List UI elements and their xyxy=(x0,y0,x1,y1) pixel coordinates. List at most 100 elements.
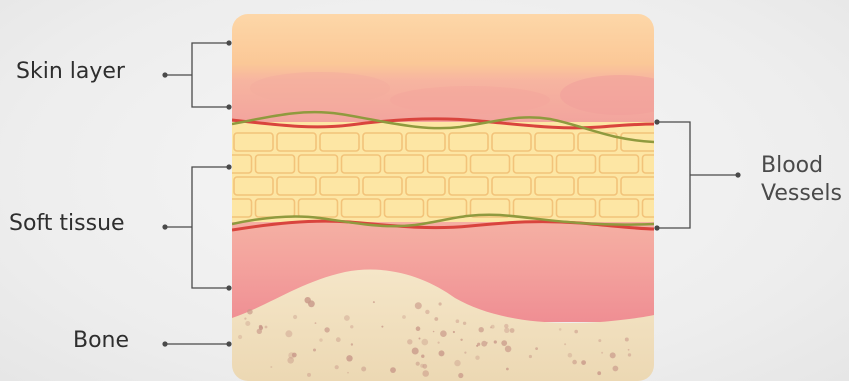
bone-spot xyxy=(324,327,329,332)
bone-spot xyxy=(476,345,478,347)
bone-spot xyxy=(344,315,350,321)
bone-spot xyxy=(625,338,629,342)
bone-spot xyxy=(313,349,316,352)
bone-spot xyxy=(422,339,429,346)
bone-spot xyxy=(628,349,630,351)
bone-leader-dot xyxy=(162,341,167,346)
bone-spot xyxy=(479,327,484,332)
bone-spot xyxy=(244,318,246,320)
bone-spot xyxy=(494,340,497,343)
bone-spot xyxy=(420,364,424,368)
bone-spot xyxy=(568,353,573,358)
bone-spot xyxy=(597,371,601,375)
skin-bracket-dot xyxy=(162,72,167,77)
bone-spot xyxy=(564,343,566,345)
bone-spot xyxy=(454,360,460,366)
bone-spot xyxy=(361,367,366,372)
bone-spot xyxy=(453,331,455,333)
soft-bracket-dot xyxy=(226,164,231,169)
bone-spot xyxy=(305,297,311,303)
bone-spot xyxy=(307,373,311,377)
bone-spot xyxy=(412,348,419,355)
bone-spot xyxy=(506,368,509,371)
bone-spot xyxy=(510,328,515,333)
bone-spot xyxy=(351,343,353,345)
bone-spot xyxy=(416,362,420,366)
soft-bracket-dot xyxy=(226,285,231,290)
bone-spot xyxy=(504,324,508,328)
bone-spot xyxy=(458,373,463,378)
bone-spot xyxy=(350,325,353,328)
blood-vessels-label-line1: Blood xyxy=(761,152,842,180)
bone-spot xyxy=(529,355,532,358)
bone-spot xyxy=(422,370,429,377)
bone-spot xyxy=(425,310,429,314)
bone-spot xyxy=(601,352,603,354)
bone-spot xyxy=(346,355,352,361)
blood-bracket-dot xyxy=(654,119,659,124)
skin-layer-bracket xyxy=(165,43,229,107)
bone-spot xyxy=(415,302,422,309)
bone-spot xyxy=(421,355,424,358)
bone-spot xyxy=(373,301,375,303)
bone-spot xyxy=(501,340,507,346)
bone-spot xyxy=(581,360,586,365)
bone-spot xyxy=(245,321,250,326)
bone-spot xyxy=(559,328,562,331)
skin-layer-label: Skin layer xyxy=(16,61,125,83)
bone-spot xyxy=(628,353,631,356)
bone-spot xyxy=(574,330,578,334)
bone-spot xyxy=(434,317,438,321)
skin-bracket-dot xyxy=(226,104,231,109)
blood-bracket-dot xyxy=(735,172,740,177)
bone-spot xyxy=(285,330,292,337)
soft-bracket-dot xyxy=(162,224,167,229)
bone-spot xyxy=(247,309,253,315)
bone-spot xyxy=(292,353,297,358)
blood-bracket-dot xyxy=(654,225,659,230)
bone-spot xyxy=(504,328,509,333)
bone-spot xyxy=(440,330,447,337)
bone-spot xyxy=(613,366,619,372)
bone-spot xyxy=(381,326,383,328)
blood-vessels-bracket xyxy=(657,122,737,228)
fat-cell xyxy=(191,133,230,151)
bone-spot xyxy=(402,315,406,319)
bone-spot xyxy=(490,326,492,328)
bone-spot xyxy=(315,322,317,324)
bone-spot xyxy=(572,360,577,365)
skin-pink-blotch xyxy=(390,86,550,114)
bone-spot xyxy=(438,342,440,344)
bone-spot xyxy=(293,315,297,319)
bone-spot xyxy=(598,339,601,342)
bone-spot xyxy=(456,319,460,323)
bone-spot xyxy=(319,338,322,341)
bone-spot xyxy=(460,339,462,341)
soft-tissue-label: Soft tissue xyxy=(9,213,125,235)
bone-spot xyxy=(259,325,263,329)
bone-spot xyxy=(439,350,445,356)
bone-spot xyxy=(505,346,512,353)
bone-spot xyxy=(336,337,341,342)
bone-spot xyxy=(238,335,242,339)
bone-spot xyxy=(610,352,616,358)
bone-spot xyxy=(265,326,268,329)
bone-spot xyxy=(390,367,396,373)
skin-pink-blotch xyxy=(250,72,390,104)
bone-spot xyxy=(464,352,466,354)
bone-spot xyxy=(463,322,466,325)
bone-spot xyxy=(535,347,538,350)
bone-spot xyxy=(335,365,339,369)
bone-spot xyxy=(439,302,442,305)
bone-spot xyxy=(475,356,479,360)
skin-pink-blotch xyxy=(560,75,680,115)
bone-label: Bone xyxy=(73,330,129,352)
bone-spot xyxy=(407,339,412,344)
fat-cell xyxy=(191,177,230,195)
bone-leader-dot xyxy=(226,341,231,346)
bone-spot xyxy=(481,341,487,347)
bone-spot xyxy=(433,331,435,333)
bone-spot xyxy=(270,366,272,368)
blood-vessels-label-line2: Vessels xyxy=(761,180,842,208)
